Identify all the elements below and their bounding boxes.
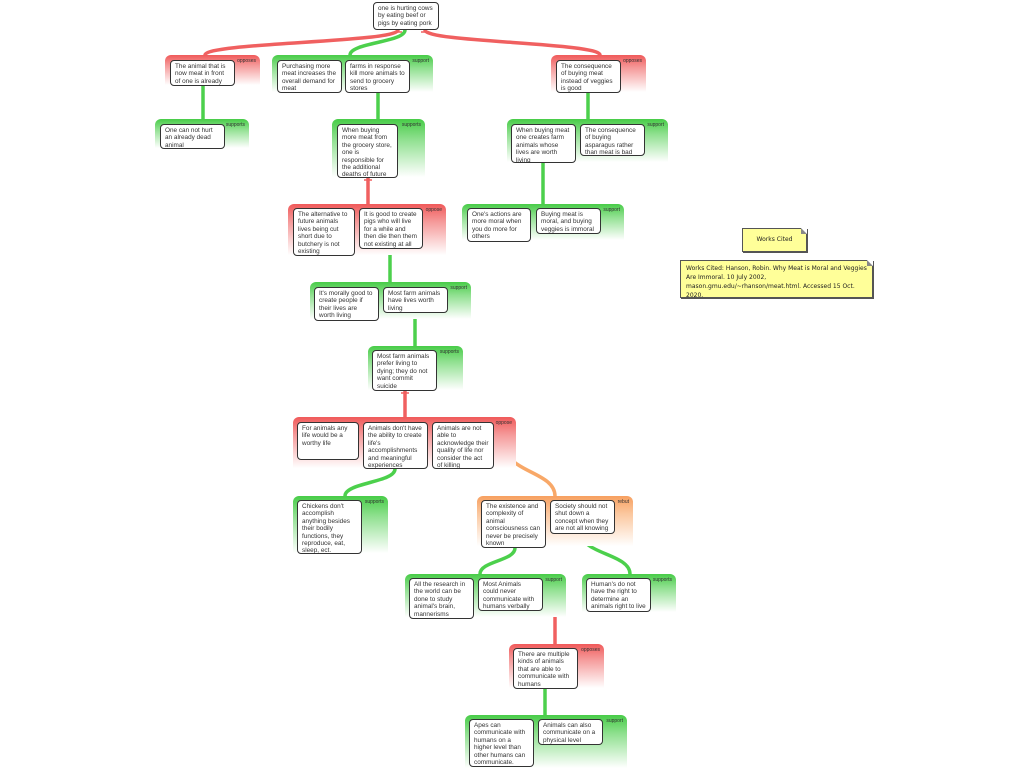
- relation-label: oppose: [495, 420, 512, 426]
- claim-box[interactable]: Most farm animals have lives worth livin…: [383, 287, 448, 313]
- claim-box[interactable]: Purchasing more meat increases the overa…: [277, 60, 342, 93]
- claim-box[interactable]: Society should not shut down a concept w…: [550, 500, 615, 534]
- relation-label: opposes: [237, 58, 256, 64]
- claim-box[interactable]: Animals don't have the ability to create…: [363, 422, 428, 469]
- relation-label: supports: [439, 349, 459, 355]
- claim-box[interactable]: Buying meat is moral, and buying veggies…: [536, 208, 601, 234]
- claim-box[interactable]: All the research in the world can be don…: [409, 578, 474, 619]
- claim-box[interactable]: The consequence of buying asparagus rath…: [580, 124, 645, 156]
- relation-label: support: [603, 207, 620, 213]
- works-cited-note[interactable]: Works Cited: Hanson, Robin. Why Meat is …: [680, 260, 873, 299]
- works-cited-title-note[interactable]: Works Cited: [742, 228, 807, 252]
- support-connector: [343, 468, 397, 497]
- claim-box[interactable]: When buying more meat from the grocery s…: [337, 124, 398, 178]
- claim-box[interactable]: Chickens don't accomplish anything besid…: [297, 500, 362, 554]
- claim-box[interactable]: Most farm animals prefer living to dying…: [372, 350, 437, 391]
- claim-box[interactable]: Animals are not able to acknowledge thei…: [432, 422, 494, 469]
- claim-box[interactable]: One's actions are more moral when you do…: [467, 208, 531, 242]
- claim-box[interactable]: farms in response kill more animals to s…: [345, 60, 410, 93]
- relation-label: support: [412, 58, 429, 64]
- oppose-connector: [423, 28, 602, 57]
- relation-label: support: [545, 577, 562, 583]
- relation-label: support: [450, 285, 467, 291]
- oppose-connector: [203, 28, 400, 57]
- claim-box[interactable]: It is good to create pigs who will live …: [359, 208, 423, 249]
- relation-label: opposes: [581, 647, 600, 653]
- support-connector: [478, 547, 517, 575]
- support-connector: [348, 29, 407, 56]
- relation-label: rebut: [617, 499, 629, 505]
- claim-box[interactable]: The alternative to future animals lives …: [293, 208, 355, 256]
- relation-label: supports: [364, 499, 384, 505]
- claim-box[interactable]: For animals any life would be a worthy l…: [297, 422, 359, 460]
- claim-box[interactable]: Most Animals could never communicate wit…: [478, 578, 543, 611]
- claim-box[interactable]: Apes can communicate with humans on a hi…: [469, 719, 534, 767]
- claim-box[interactable]: The consequence of buying meat instead o…: [556, 60, 621, 93]
- claim-box[interactable]: Animals can also communicate on a physic…: [538, 719, 603, 745]
- claim-box[interactable]: When buying meat one creates farm animal…: [511, 124, 576, 163]
- relation-label: supports: [225, 122, 245, 128]
- relation-label: supports: [652, 577, 672, 583]
- claim-box[interactable]: It's morally good to create people if th…: [314, 287, 379, 321]
- root-claim[interactable]: one is hurting cows by eating beef or pi…: [373, 2, 439, 30]
- claim-box[interactable]: One can not hurt an already dead animal: [160, 124, 225, 149]
- claim-box[interactable]: The existence and complexity of animal c…: [481, 500, 546, 548]
- relation-label: oppose: [425, 207, 442, 213]
- claim-box[interactable]: The animal that is now meat in front of …: [170, 60, 235, 86]
- relation-label: support: [647, 122, 664, 128]
- relation-label: supports: [401, 122, 421, 128]
- relation-label: opposes: [623, 58, 642, 64]
- relation-label: support: [606, 718, 623, 724]
- claim-box[interactable]: There are multiple kinds of animals that…: [513, 648, 578, 689]
- claim-box[interactable]: Human's do not have the right to determi…: [586, 578, 651, 612]
